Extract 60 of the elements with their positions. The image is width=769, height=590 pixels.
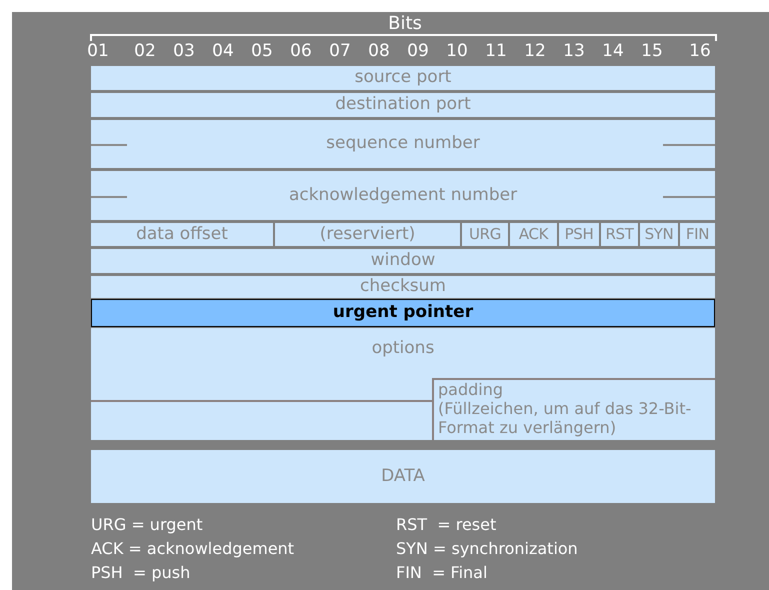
bit-number: 14 [601, 40, 625, 63]
field-label: source port [354, 66, 452, 90]
field-label: DATA [381, 464, 425, 488]
field-label: data offset [136, 222, 228, 246]
header-field [91, 120, 715, 168]
field-label: sequence number [326, 132, 480, 156]
header-field [91, 328, 715, 440]
padding-field [432, 378, 715, 440]
bit-number: 09 [406, 40, 430, 63]
bit-number: 06 [289, 40, 313, 63]
field-note: (Füllzeichen, um auf das 32-Bit-Format zu verlängern) [438, 399, 692, 437]
bit-number: 02 [133, 40, 157, 63]
bit-number: 16 [688, 40, 712, 63]
bit-number: 13 [562, 40, 586, 63]
axis-title: Bits [387, 12, 423, 36]
field-label: options [372, 337, 434, 360]
header-field [91, 249, 715, 273]
bit-number: 01 [86, 40, 110, 63]
bit-number: 05 [250, 40, 274, 63]
field-label: urgent pointer [332, 301, 474, 324]
header-field [91, 450, 715, 503]
header-field [91, 66, 715, 90]
bit-number: 10 [445, 40, 469, 63]
bit-number: 11 [484, 40, 508, 63]
header-field [601, 223, 638, 246]
legend-text: PSH = push [91, 562, 190, 584]
header-field [680, 223, 715, 246]
legend-text: URG = urgent [91, 514, 203, 536]
field-label: SYN [644, 224, 674, 246]
highlighted-field [91, 299, 715, 327]
field-label: destination port [335, 93, 471, 116]
header-field [559, 223, 599, 246]
field-label: RST [606, 224, 634, 246]
header-field [91, 171, 715, 220]
field-label: FIN [686, 224, 710, 246]
legend-text: ACK = acknowledgement [91, 538, 294, 560]
field-label: checksum [360, 275, 446, 298]
header-field [640, 223, 678, 246]
field-label: acknowledgement number [288, 184, 518, 207]
header-field [91, 223, 273, 246]
legend-text: RST = reset [396, 514, 496, 536]
bit-number: 07 [328, 40, 352, 63]
header-field [462, 223, 508, 246]
header-field [275, 223, 460, 246]
field-label: URG [469, 224, 501, 246]
field-label: padding [438, 380, 504, 399]
field-label: (reserviert) [320, 222, 416, 246]
legend-text: FIN = Final [396, 562, 488, 584]
bit-number: 08 [367, 40, 391, 63]
header-field [510, 223, 557, 246]
header-field [91, 276, 715, 298]
header-field [91, 93, 715, 117]
bit-number: 12 [523, 40, 547, 63]
bit-number: 15 [640, 40, 664, 63]
field-label: window [370, 249, 436, 272]
field-label: ACK [518, 224, 548, 246]
bit-number: 03 [172, 40, 196, 63]
legend-text: SYN = synchronization [396, 538, 578, 560]
field-label: PSH [564, 224, 594, 246]
bit-number: 04 [211, 40, 235, 63]
